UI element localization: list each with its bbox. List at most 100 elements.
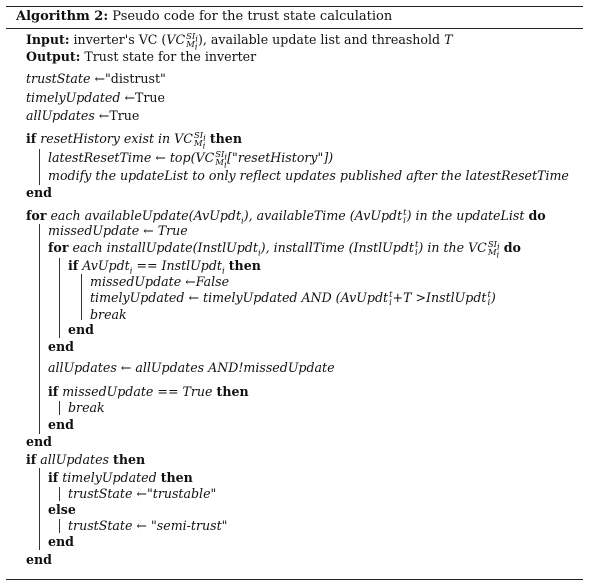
missed-init-line: missedUpdate ← True: [48, 223, 188, 238]
sup-t: t: [487, 289, 491, 300]
caption-label: Algorithm 2:: [16, 9, 109, 24]
inner-body-break: break: [90, 307, 127, 322]
for-outer-a: each availableUpdate(AvUpdt: [50, 208, 242, 223]
missed-cond: missedUpdate == True: [62, 384, 213, 399]
init-all-updates: allUpdates ←True: [26, 108, 139, 123]
inner-body-line2: timelyUpdated ← timelyUpdated AND (AvUpd…: [90, 290, 496, 307]
for-outer-c: ) in the updateList: [406, 208, 525, 223]
input-text-b: ), available update list and threashold: [197, 32, 445, 47]
kw-if: if: [26, 452, 37, 467]
init-arrow: ←: [90, 71, 105, 86]
sup-t: t: [403, 207, 407, 218]
trustable-line: trustState ←"trustable": [68, 486, 217, 501]
for-inner-line: for each installUpdate(InstlUpdti), inst…: [48, 239, 521, 261]
block-bar: [39, 468, 40, 550]
sub-i: i: [241, 216, 244, 227]
for-outer-line: for each availableUpdate(AvUpdti), avail…: [26, 207, 546, 227]
timely-if-line: if timelyUpdated then: [48, 470, 193, 485]
block-bar: [59, 519, 60, 533]
block-bar: [59, 258, 60, 338]
kw-if: if: [26, 131, 37, 146]
else-line: else: [48, 502, 76, 517]
top-rule: [6, 6, 583, 7]
missed-break: break: [68, 400, 105, 415]
kw-do: do: [528, 208, 546, 223]
init-timely-updated: timelyUpdated ←True: [26, 90, 165, 105]
inner-body-line1: missedUpdate ←False: [90, 274, 230, 289]
sub-i: i: [257, 248, 261, 259]
for-inner-a: each installUpdate(InstlUpdt: [72, 240, 258, 255]
inner-if-b: == InstlUpdt: [132, 258, 222, 273]
output-label: Output:: [26, 49, 81, 64]
sub-i: i: [221, 266, 225, 277]
kw-for: for: [48, 240, 69, 255]
init-lhs: trustState: [26, 71, 91, 86]
missed-if-line: if missedUpdate == True then: [48, 384, 249, 399]
input-vc: VC: [166, 32, 186, 47]
kw-then: then: [228, 258, 261, 273]
inner-line2-a: timelyUpdated ← timelyUpdated AND (AvUpd…: [90, 290, 389, 305]
reset-line1-b: ["resetHistory"]): [227, 150, 334, 165]
outer-for-end: end: [26, 434, 52, 449]
for-inner-b: ), installTime (InstlUpdt: [260, 240, 414, 255]
sub-i: i: [414, 247, 418, 258]
output-text: Trust state for the inverter: [84, 49, 257, 64]
kw-then: then: [160, 470, 193, 485]
semi-trust-line: trustState ← "semi-trust": [68, 518, 228, 533]
algorithm-caption: Algorithm 2: Pseudo code for the trust s…: [16, 9, 392, 24]
all-updates-line: allUpdates ← allUpdates AND!missedUpdate: [48, 360, 335, 375]
kw-then: then: [113, 452, 146, 467]
reset-cond: resetHistory exist in VC: [40, 131, 193, 146]
init-rhs: "distrust": [105, 71, 166, 86]
kw-do: do: [503, 240, 521, 255]
inner-if-a: AvUpdt: [82, 258, 130, 273]
init-rhs: True: [135, 90, 165, 105]
sub-i: i: [129, 266, 133, 277]
block-bar: [59, 401, 60, 415]
caption-text: Pseudo code for the trust state calculat…: [112, 9, 393, 24]
inner-if-end: end: [68, 322, 94, 337]
bottom-rule: [6, 579, 583, 580]
sup-t: t: [389, 289, 393, 300]
final-if-end: end: [26, 552, 52, 567]
timely-if-end: end: [48, 534, 74, 549]
inner-line2-c: ): [490, 290, 496, 305]
reset-end: end: [26, 185, 52, 200]
init-arrow: ←: [120, 90, 136, 105]
sub-i: i: [403, 215, 406, 226]
inner-line2-b: +T >InstlUpdt: [392, 290, 487, 305]
caption-rule: [6, 28, 583, 29]
input-label: Input:: [26, 32, 70, 47]
kw-if: if: [48, 384, 59, 399]
kw-if: if: [48, 470, 59, 485]
init-trust-state: trustState ←"distrust": [26, 71, 166, 86]
missed-if-end: end: [48, 417, 74, 432]
output-line: Output: Trust state for the inverter: [26, 49, 256, 64]
block-bar: [39, 149, 40, 185]
kw-if: if: [68, 258, 79, 273]
reset-line1-a: latestResetTime ← top(VC: [48, 150, 215, 165]
inner-if-line: if AvUpdti == InstlUpdti then: [68, 258, 261, 276]
input-text-a: inverter's VC (: [73, 32, 167, 47]
block-bar: [39, 224, 40, 434]
inner-for-end: end: [48, 339, 74, 354]
block-bar: [59, 487, 60, 501]
kw-then: then: [216, 384, 249, 399]
sup-t: t: [414, 239, 419, 250]
for-outer-b: ), availableTime (AvUpdt: [243, 208, 403, 223]
input-supsub: i: [195, 34, 198, 45]
timely-cond: timelyUpdated: [62, 470, 157, 485]
input-sup: SI: [186, 31, 196, 42]
final-cond: allUpdates: [40, 452, 110, 467]
algorithm-block: Algorithm 2: Pseudo code for the trust s…: [6, 4, 583, 584]
kw-then: then: [209, 131, 242, 146]
